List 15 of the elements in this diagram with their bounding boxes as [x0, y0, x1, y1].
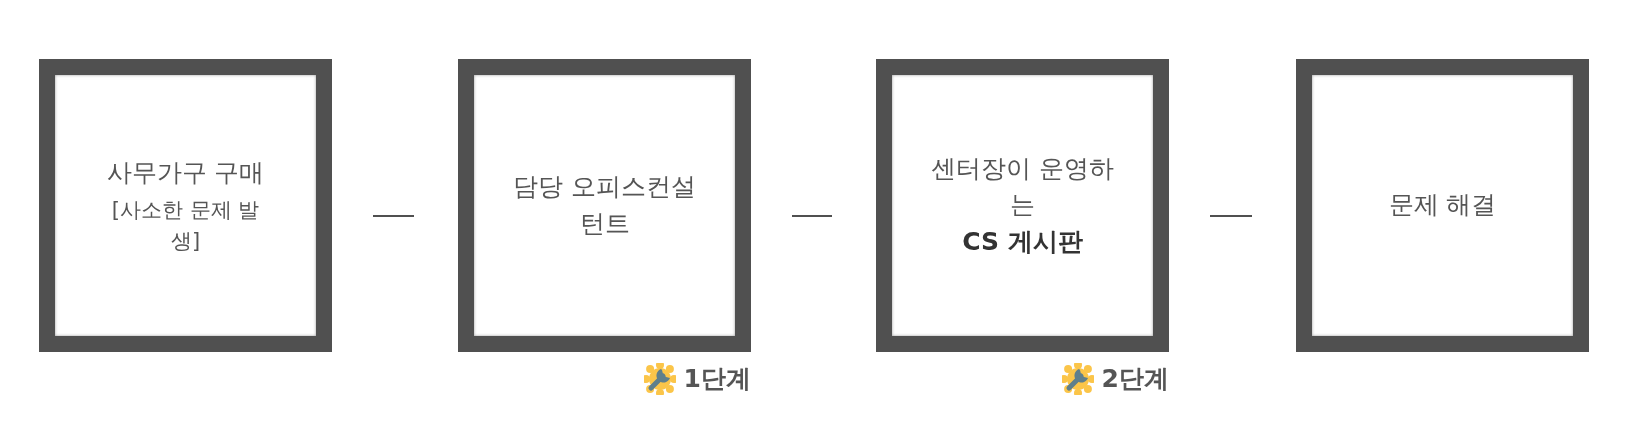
connector-line	[372, 215, 415, 217]
step-label: 1단계	[683, 363, 751, 395]
box-label: 담당 오피스컨설턴트	[512, 171, 697, 240]
box-label: 문제 해결	[1388, 189, 1497, 222]
step-label: 2단계	[1101, 363, 1169, 395]
process-box	[876, 59, 1169, 352]
process-box	[39, 59, 332, 352]
connector-line	[791, 215, 833, 217]
box-note: [사소한 문제 발생]	[110, 197, 261, 255]
connector-line	[1209, 215, 1253, 217]
box-label: 센터장이 운영하는	[930, 153, 1115, 222]
process-box	[1296, 59, 1589, 352]
box-label: 사무가구 구매	[106, 156, 265, 189]
process-box	[458, 59, 751, 352]
box-label: CS 게시판	[962, 225, 1083, 258]
